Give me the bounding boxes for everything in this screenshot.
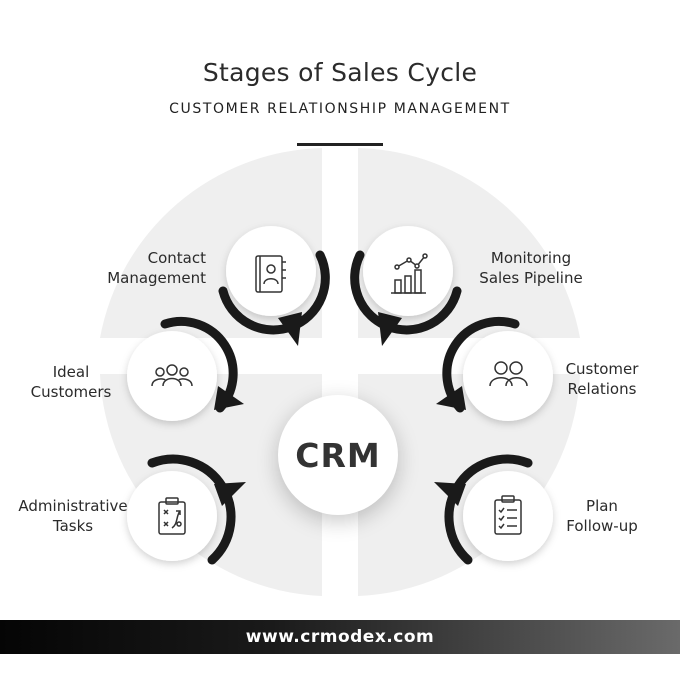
stage-pointer-relations (436, 386, 466, 410)
stage-pointer-admin (214, 482, 246, 506)
stage-node-admin (127, 454, 246, 565)
checklist-icon (494, 495, 522, 535)
sales-cycle-diagram (100, 148, 580, 596)
stage-label-contact: Contact Management (107, 249, 206, 287)
stage-arc-relations (442, 316, 520, 413)
stage-circle-plan (463, 471, 553, 561)
stage-label-monitoring: Monitoring Sales Pipeline (479, 249, 583, 287)
stage-circle-ideal (127, 331, 217, 421)
page-subtitle: CUSTOMER RELATIONSHIP MANAGEMENT (169, 101, 511, 117)
stage-circle-relations (463, 331, 553, 421)
bg-quadrant-bottom-left (100, 374, 322, 596)
clipboard-strategy-icon (158, 497, 186, 535)
bar-chart-icon (391, 253, 428, 294)
stage-node-contact (218, 226, 330, 346)
title-underline (297, 143, 383, 146)
stage-circle-contact (226, 226, 316, 316)
stage-node-ideal (127, 316, 244, 421)
contact-book-icon (255, 255, 286, 293)
stage-pointer-contact (278, 312, 302, 346)
page-title: Stages of Sales Cycle (202, 58, 478, 87)
stage-circle-monitoring (363, 226, 453, 316)
stage-node-relations (436, 316, 553, 421)
stage-pointer-ideal (214, 386, 244, 410)
stage-node-plan (434, 454, 553, 565)
stage-node-monitoring (350, 226, 462, 346)
stage-pointer-plan (434, 482, 466, 506)
footer-url[interactable]: www.crmodex.com (245, 627, 435, 647)
footer-bar: www.crmodex.com (0, 620, 680, 654)
stage-label-ideal: Ideal Customers (30, 363, 112, 401)
stage-label-admin: Administrative Tasks (18, 497, 128, 535)
stage-label-plan: Plan Follow-up (566, 497, 638, 535)
crm-center-circle: CRM (278, 395, 398, 515)
stage-label-relations: Customer Relations (565, 360, 639, 398)
stage-pointer-monitoring (378, 312, 402, 346)
two-users-icon (489, 361, 528, 387)
stage-arc-ideal (160, 316, 238, 413)
users-group-icon (151, 364, 193, 387)
bg-quadrant-bottom-right (358, 374, 580, 596)
stage-circle-admin (127, 471, 217, 561)
crm-center-label: CRM (295, 435, 381, 475)
